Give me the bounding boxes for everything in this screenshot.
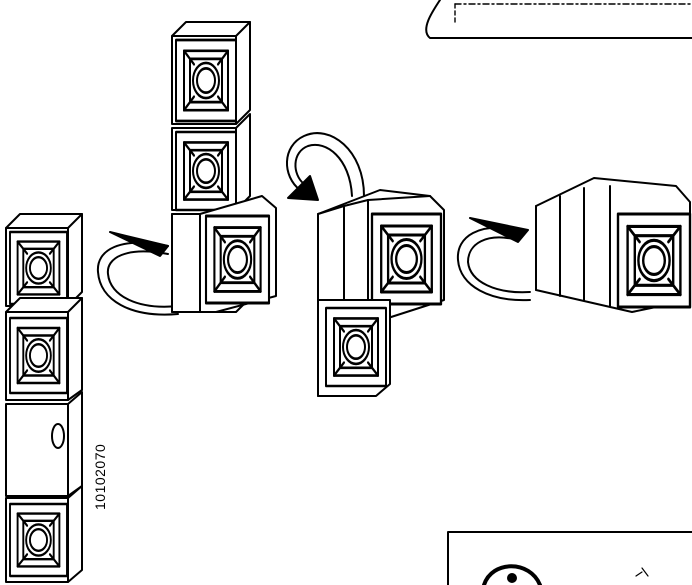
curved-arrow-icon [287, 133, 364, 200]
curved-arrow-icon [98, 232, 178, 315]
step-4-stack [536, 178, 690, 312]
step-1-strip [6, 214, 82, 582]
curved-arrow-icon [458, 218, 530, 300]
step-2-L-shape [172, 22, 276, 312]
inset-bottom-right [448, 532, 692, 585]
drawing-number: 10102070 [92, 444, 108, 510]
info-icon [508, 574, 516, 582]
step-3-folded [318, 190, 444, 396]
inset-top-right [426, 0, 692, 38]
